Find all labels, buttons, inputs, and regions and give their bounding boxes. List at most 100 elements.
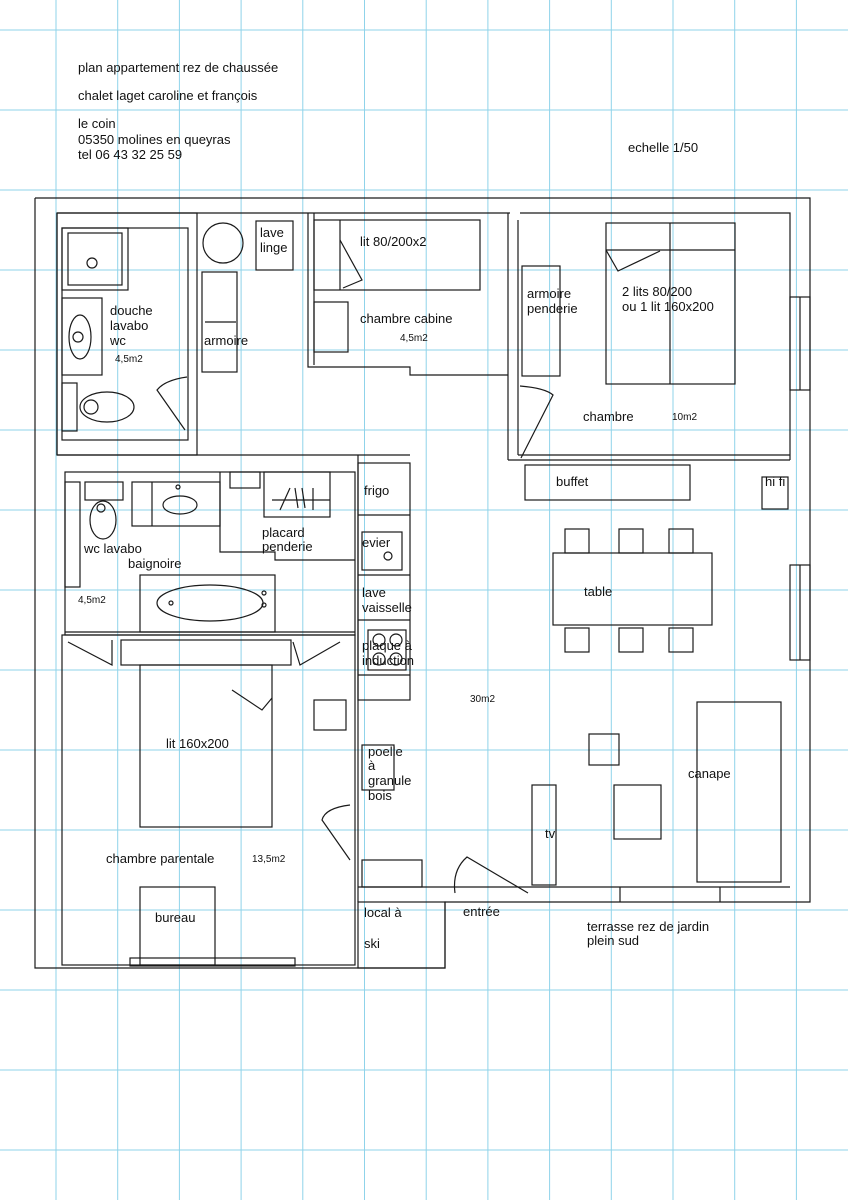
address-line-2: 05350 molines en queyras bbox=[78, 132, 231, 147]
plan-title: plan appartement rez de chaussée bbox=[78, 60, 278, 75]
door-swing bbox=[67, 640, 113, 666]
bedroom-area: 10m2 bbox=[672, 412, 697, 423]
phone-line: tel 06 43 32 25 59 bbox=[78, 147, 182, 162]
wardrobe bbox=[201, 271, 238, 373]
plaque-label-1: plaque à bbox=[362, 638, 413, 653]
plaque-label-2: induction bbox=[362, 653, 414, 668]
chair bbox=[564, 528, 590, 554]
bedroom-bed-label-1: 2 lits 80/200 bbox=[622, 284, 692, 299]
door-swing bbox=[156, 376, 188, 431]
header-block: plan appartement rez de chaussée chalet … bbox=[78, 60, 698, 162]
terrasse-label-1: terrasse rez de jardin bbox=[587, 919, 709, 934]
cabin-room: lit 80/200x2 chambre cabine 4,5m2 bbox=[307, 213, 508, 376]
chair bbox=[668, 528, 694, 554]
ski-label-1: local à bbox=[364, 905, 402, 920]
bath2-area: 4,5m2 bbox=[78, 595, 106, 606]
stove-label-1: poelle bbox=[368, 744, 403, 759]
ski-room bbox=[357, 901, 446, 969]
frigo-label: frigo bbox=[364, 483, 389, 498]
stove-label-4: bois bbox=[368, 788, 392, 803]
chair bbox=[618, 627, 644, 653]
wardrobe-label-1: armoire bbox=[527, 286, 571, 301]
tv-label: tv bbox=[545, 826, 556, 841]
entree-label: entrée bbox=[463, 904, 500, 919]
placard-label-1: placard bbox=[262, 525, 305, 540]
desk bbox=[139, 886, 216, 966]
hifi bbox=[761, 476, 789, 510]
cabin-bed-label: lit 80/200x2 bbox=[360, 234, 427, 249]
wc-tank bbox=[84, 481, 124, 501]
scale-label: echelle 1/50 bbox=[628, 140, 698, 155]
window bbox=[129, 957, 296, 967]
wc-bowl bbox=[89, 500, 117, 540]
cabin-area: 4,5m2 bbox=[400, 333, 428, 344]
bath2-label-2: baignoire bbox=[128, 556, 182, 571]
kitchen-counter bbox=[357, 462, 411, 701]
double-bed bbox=[139, 664, 273, 828]
lave-linge-label-1: lave bbox=[260, 225, 284, 240]
bedroom: armoire penderie 2 lits 80/200 ou 1 lit … bbox=[507, 213, 811, 461]
bunk-bed bbox=[313, 219, 481, 291]
chair bbox=[564, 627, 590, 653]
living-room: buffet hi fi table 30m2 canape tv bbox=[358, 464, 811, 902]
living-area: 30m2 bbox=[470, 694, 495, 705]
hob bbox=[367, 629, 407, 671]
desk-label: bureau bbox=[155, 910, 195, 925]
lave-linge-label-2: linge bbox=[260, 240, 287, 255]
wc-bowl bbox=[79, 391, 135, 423]
coffee-table bbox=[613, 784, 662, 840]
ski-label-2: ski bbox=[364, 936, 380, 951]
terrasse-label-2: plein sud bbox=[587, 933, 639, 948]
hifi-label: hi fi bbox=[765, 474, 785, 489]
parentale-name: chambre parentale bbox=[106, 851, 214, 866]
buffet-label: buffet bbox=[556, 474, 589, 489]
sofa bbox=[696, 701, 782, 883]
master-bedroom: lit 160x200 chambre parentale 13,5m2 bur… bbox=[61, 634, 356, 967]
bathroom-2: wc lavabo baignoire 4,5m2 placard pender… bbox=[64, 471, 356, 636]
stove-label-3: granule bbox=[368, 773, 411, 788]
kitchen: frigo evier lave vaisselle plaque à indu… bbox=[357, 455, 414, 902]
corridor: lave linge armoire bbox=[201, 220, 294, 373]
washbasin bbox=[162, 495, 198, 515]
entry-door-swing bbox=[453, 856, 529, 894]
canape-label: canape bbox=[688, 766, 731, 781]
tv-unit bbox=[531, 784, 557, 886]
cabin-desk bbox=[313, 301, 349, 353]
stove-label-2: à bbox=[368, 758, 376, 773]
owner-line: chalet laget caroline et françois bbox=[78, 88, 258, 103]
pellet-stove bbox=[361, 744, 395, 791]
bath1-label-1: douche bbox=[110, 303, 153, 318]
door-swing bbox=[519, 385, 554, 459]
bathroom-1: douche lavabo wc 4,5m2 bbox=[56, 212, 198, 456]
bedroom-bed-label-2: ou 1 lit 160x200 bbox=[622, 299, 714, 314]
bath2-label-1: wc lavabo bbox=[83, 541, 142, 556]
side-table bbox=[588, 733, 620, 766]
bedroom-wardrobe bbox=[521, 265, 561, 377]
bathtub bbox=[139, 574, 276, 633]
chair bbox=[618, 528, 644, 554]
nightstand bbox=[313, 699, 347, 731]
lave-vaisselle-label-2: vaisselle bbox=[362, 600, 412, 615]
washing-machine bbox=[255, 220, 294, 271]
shower-tray bbox=[61, 227, 129, 291]
placard-label-2: penderie bbox=[262, 539, 313, 554]
bath1-label-3: wc bbox=[109, 333, 126, 348]
buffet bbox=[524, 464, 691, 501]
wc-tank bbox=[61, 382, 78, 432]
dining-table bbox=[552, 552, 713, 626]
exterior-labels: local à ski entrée terrasse rez de jardi… bbox=[357, 901, 709, 969]
bath1-label-2: lavabo bbox=[110, 318, 148, 333]
washbasin bbox=[61, 297, 103, 376]
door-swing bbox=[321, 804, 351, 861]
table-label: table bbox=[584, 584, 612, 599]
chair bbox=[668, 627, 694, 653]
parentale-area: 13,5m2 bbox=[252, 854, 286, 865]
bedroom-name: chambre bbox=[583, 409, 634, 424]
closet bbox=[263, 471, 331, 518]
lave-vaisselle-label-1: lave bbox=[362, 585, 386, 600]
evier-label: evier bbox=[362, 535, 391, 550]
armoire-label: armoire bbox=[204, 333, 248, 348]
sink bbox=[361, 531, 403, 571]
